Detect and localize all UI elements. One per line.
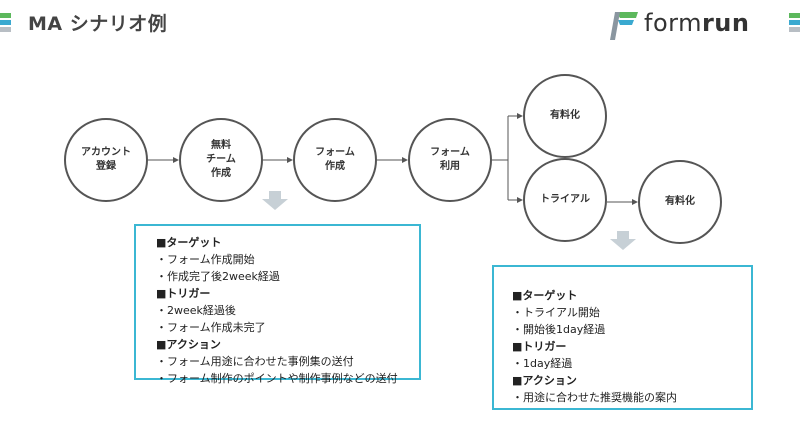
accent-bars-left — [0, 12, 11, 34]
section-title-trigger: ■トリガー — [512, 340, 567, 353]
page-title: MA シナリオ例 — [28, 13, 168, 35]
list-item: ・トライアル開始 — [512, 306, 600, 319]
node-free-team: 無料 チーム 作成 — [179, 118, 263, 202]
down-arrow-left — [262, 191, 288, 210]
node-label: 有料化 — [550, 110, 580, 121]
node-form-create: フォーム 作成 — [293, 118, 377, 202]
formrun-logo-icon — [610, 12, 638, 40]
node-trial: トライアル — [523, 158, 607, 242]
down-arrow-right — [610, 231, 636, 250]
header: MA シナリオ例 — [0, 12, 400, 35]
accent-bar-green — [0, 13, 11, 18]
scenario-box-trial: ■ターゲット ・トライアル開始 ・開始後1day経過 ■トリガー ・1day経過… — [492, 265, 753, 410]
list-item: ・開始後1day経過 — [512, 323, 606, 336]
node-label: 有料化 — [665, 196, 695, 207]
formrun-logo: formrun — [610, 8, 760, 42]
list-item: ・2week経過後 — [156, 304, 236, 317]
formrun-logo-text: formrun — [644, 9, 750, 37]
list-item: ・作成完了後2week経過 — [156, 270, 280, 283]
accent-bars-right — [789, 12, 800, 34]
accent-bar-gray — [0, 27, 11, 32]
node-paid-2: 有料化 — [638, 160, 722, 244]
list-item: ・フォーム制作のポイントや制作事例などの送付 — [156, 372, 398, 385]
accent-bar-gray — [789, 27, 800, 32]
node-label: 無料 チーム 作成 — [206, 140, 236, 179]
scenario-box-form: ■ターゲット ・フォーム作成開始 ・作成完了後2week経過 ■トリガー ・2w… — [134, 224, 421, 385]
section-title-action: ■アクション — [156, 338, 221, 351]
section-title-target: ■ターゲット — [156, 236, 222, 249]
node-account-register: アカウント 登録 — [64, 118, 148, 202]
section-title-trigger: ■トリガー — [156, 287, 211, 300]
node-label: フォーム 作成 — [315, 147, 355, 172]
list-item: ・フォーム作成未完了 — [156, 321, 266, 334]
node-label: フォーム 利用 — [430, 147, 470, 172]
node-paid-1: 有料化 — [523, 74, 607, 158]
node-label: トライアル — [540, 194, 590, 205]
list-item: ・1day経過 — [512, 357, 573, 370]
accent-bar-blue — [0, 20, 11, 25]
list-item: ・フォーム作成開始 — [156, 253, 255, 266]
list-item: ・フォーム用途に合わせた事例集の送付 — [156, 355, 354, 368]
list-item: ・用途に合わせた推奨機能の案内 — [512, 391, 677, 404]
node-label: アカウント 登録 — [81, 147, 131, 172]
section-title-target: ■ターゲット — [512, 289, 578, 302]
accent-bar-green — [789, 13, 800, 18]
section-title-action: ■アクション — [512, 374, 577, 387]
accent-bar-blue — [789, 20, 800, 25]
node-form-use: フォーム 利用 — [408, 118, 492, 202]
